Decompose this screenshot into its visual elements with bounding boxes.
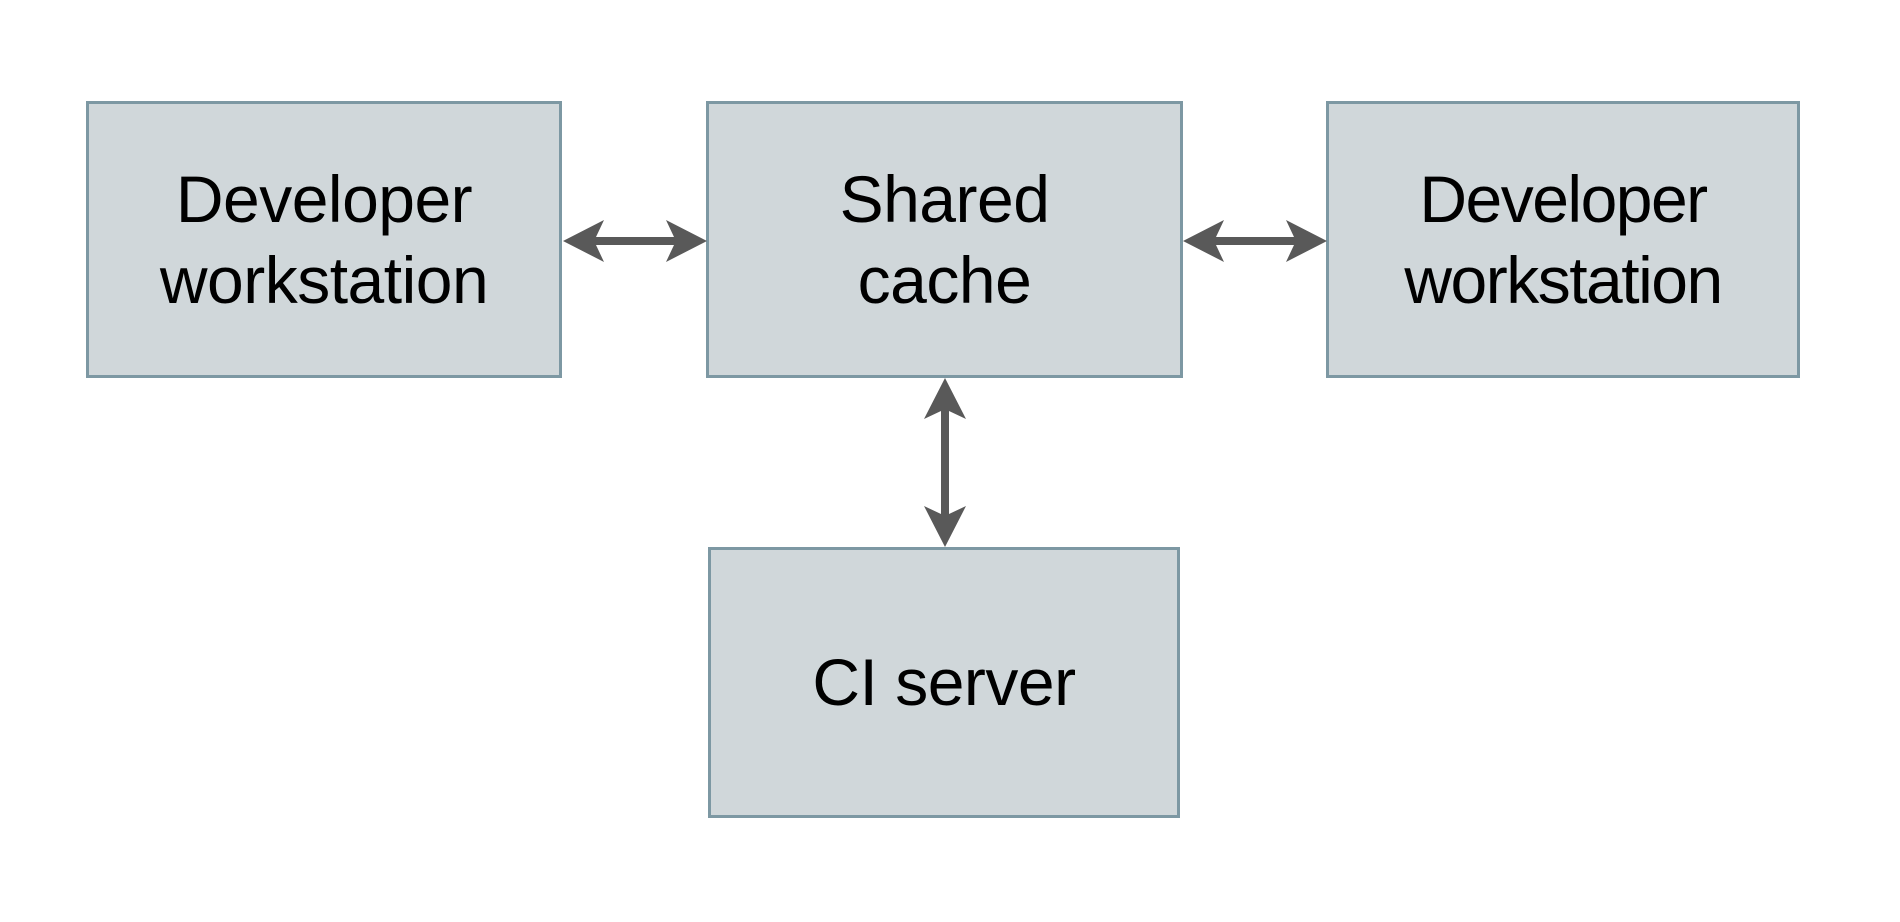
double-arrow-horizontal-icon <box>1183 220 1327 262</box>
edge-shared-cache-to-ci-server <box>915 375 975 550</box>
double-arrow-horizontal-icon <box>563 220 707 262</box>
node-developer-workstation-right[interactable]: Developer workstation <box>1326 101 1800 378</box>
edge-shared-cache-to-developer-right <box>1180 211 1330 271</box>
node-label: Developer workstation <box>159 161 489 317</box>
node-developer-workstation-left[interactable]: Developer workstation <box>86 101 562 378</box>
node-label: Shared cache <box>839 161 1050 317</box>
node-label: CI server <box>812 645 1076 720</box>
edge-developer-left-to-shared-cache <box>560 211 710 271</box>
node-shared-cache[interactable]: Shared cache <box>706 101 1183 378</box>
node-label: Developer workstation <box>1404 161 1723 317</box>
node-ci-server[interactable]: CI server <box>708 547 1180 818</box>
double-arrow-vertical-icon <box>924 378 966 547</box>
